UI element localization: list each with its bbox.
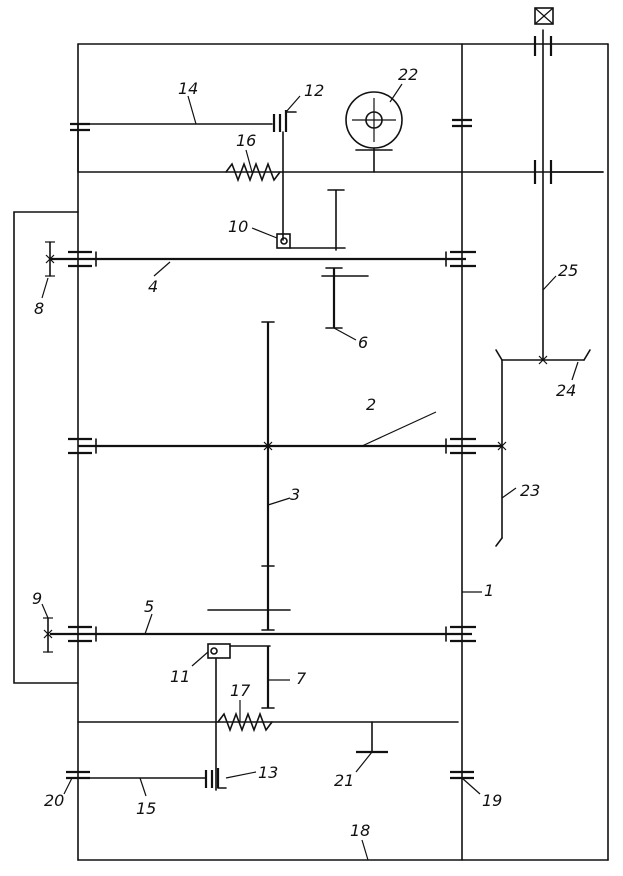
label-13: 13 [258, 763, 278, 782]
label-12: 12 [304, 81, 324, 100]
shafts [50, 43, 604, 861]
label-4: 4 [148, 277, 158, 296]
label-11: 11 [170, 667, 190, 686]
label-7: 7 [296, 669, 307, 688]
frame [13, 43, 609, 861]
label-24: 24 [556, 381, 576, 400]
label-6: 6 [358, 333, 368, 352]
lever-11 [207, 643, 271, 791]
gear-3 [207, 321, 291, 631]
label-9: 9 [32, 589, 42, 608]
label-15: 15 [136, 799, 156, 818]
bevel-gear-24 [495, 349, 591, 365]
spring-17 [217, 711, 273, 733]
label-8: 8 [34, 299, 44, 318]
gear-7 [261, 646, 275, 709]
label-3: 3 [290, 485, 300, 504]
right-bearings [445, 118, 476, 780]
foot-21 [356, 721, 388, 754]
label-23: 23 [520, 481, 540, 500]
gear-6 [321, 267, 369, 329]
bevel-gear-23 [495, 359, 507, 547]
motor-22 [345, 91, 403, 173]
gear-9 [43, 617, 53, 653]
label-1: 1 [484, 581, 494, 600]
label-10: 10 [228, 217, 248, 236]
left-bearings [66, 122, 97, 780]
labels: 1 2 3 4 5 6 7 8 9 10 11 12 13 14 15 16 1… [32, 65, 578, 840]
leader-lines [41, 83, 579, 861]
label-22: 22 [398, 65, 418, 84]
label-17: 17 [230, 681, 251, 700]
label-14: 14 [178, 79, 198, 98]
label-16: 16 [236, 131, 256, 150]
label-5: 5 [144, 597, 154, 616]
label-20: 20 [44, 791, 64, 810]
label-25: 25 [558, 261, 578, 280]
lever-10 [276, 189, 346, 251]
label-21: 21 [334, 771, 354, 790]
shaft-25 [533, 7, 604, 361]
label-18: 18 [350, 821, 370, 840]
label-2: 2 [366, 395, 376, 414]
clutch-12 [272, 110, 297, 241]
clutch-13 [204, 768, 227, 789]
label-19: 19 [482, 791, 502, 810]
spring-16 [225, 161, 281, 183]
gear-8 [45, 241, 55, 277]
